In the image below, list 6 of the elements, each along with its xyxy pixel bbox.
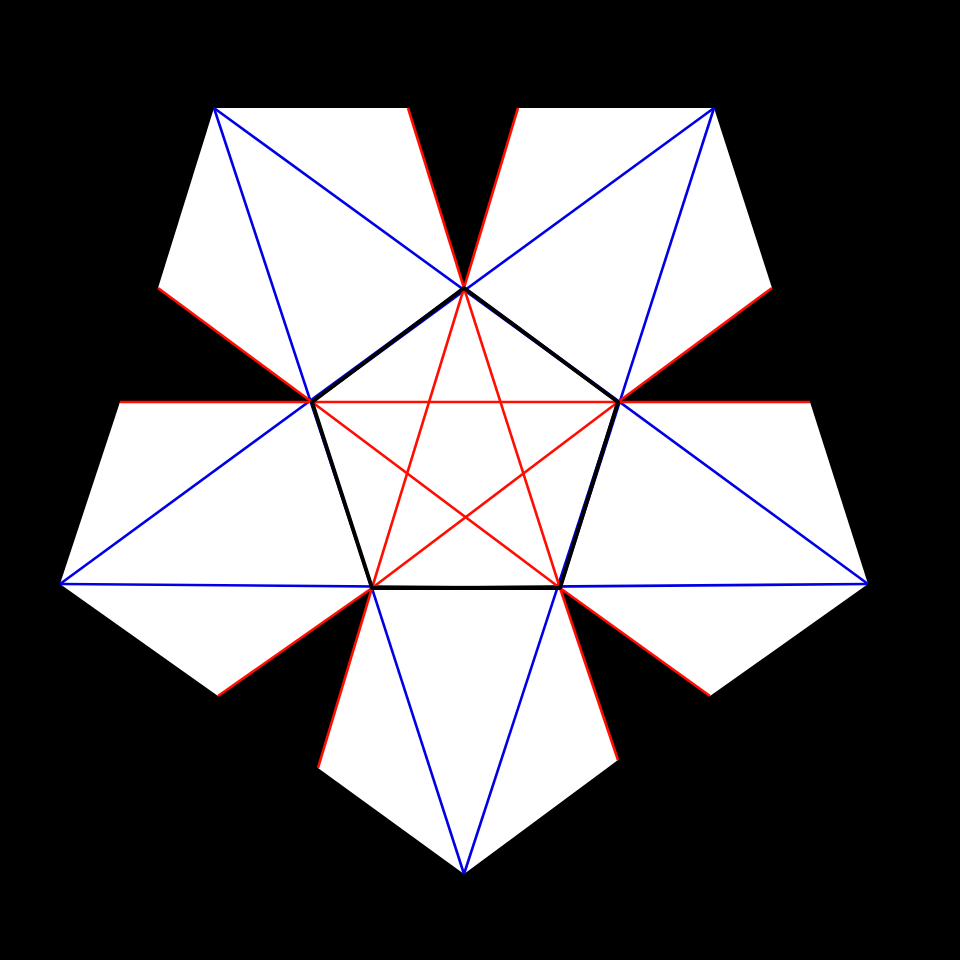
pentagon-shape [60, 402, 372, 696]
pentagon-shape [560, 402, 868, 696]
pentagon-shape [158, 108, 464, 402]
pentagon-shape [318, 588, 618, 874]
pentagon-shape [464, 108, 772, 402]
pentagon-shape [312, 288, 618, 588]
